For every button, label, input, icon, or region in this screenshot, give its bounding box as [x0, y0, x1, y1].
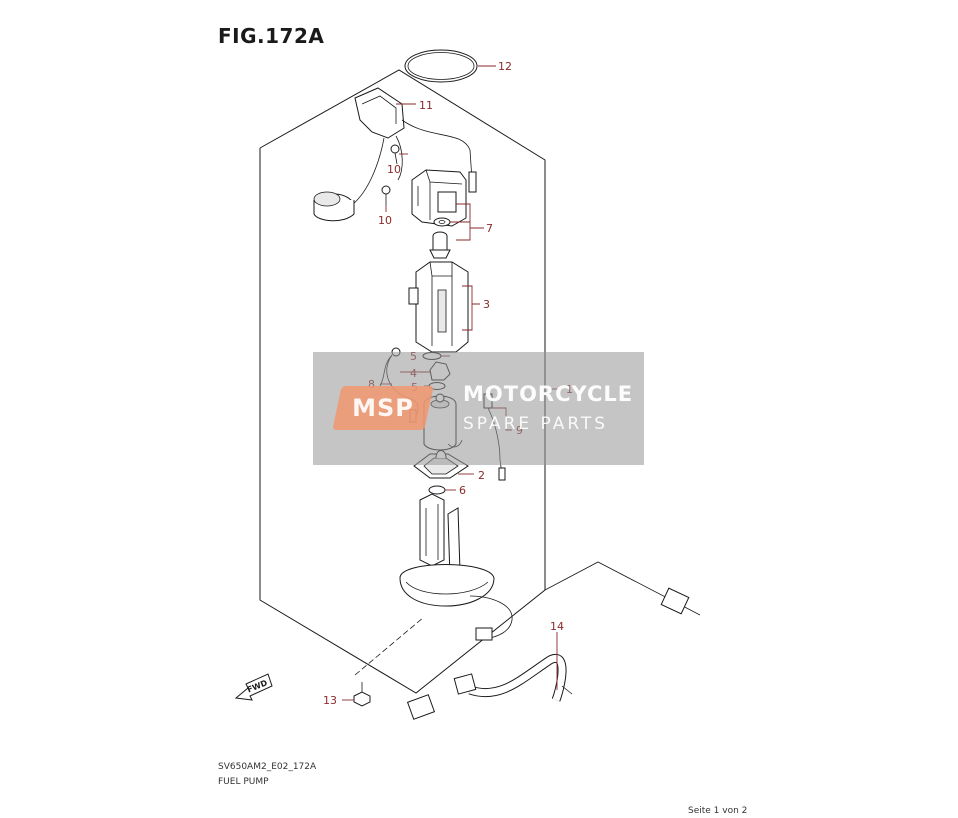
page-number: Seite 1 von 2 — [688, 806, 748, 816]
callout-12: 12 — [498, 60, 512, 73]
part-pump-bracket — [399, 493, 513, 641]
part-bolt — [353, 682, 371, 707]
callout-7: 7 — [486, 222, 493, 235]
callout-14: 14 — [550, 620, 564, 633]
part-screw-upper — [390, 144, 400, 165]
watermark-overlay: MSP MOTORCYCLE SPARE PARTS — [313, 352, 644, 465]
part-o-ring — [404, 49, 478, 83]
figure-title: FIG.172A — [218, 24, 325, 48]
part-washer-6 — [428, 485, 446, 495]
part-regulator-assembly — [411, 169, 467, 227]
bolt-guide-line — [354, 616, 425, 676]
callout-2: 2 — [478, 469, 485, 482]
fwd-arrow-icon: FWD — [234, 673, 273, 701]
diagram-code: SV650AM2_E02_172A — [218, 762, 317, 772]
watermark-logo-text: MSP — [352, 394, 414, 422]
part-fitting-7 — [429, 231, 451, 259]
callout-10-lower: 10 — [378, 214, 392, 227]
part-screw-lower — [381, 185, 391, 206]
watermark-line1: MOTORCYCLE — [463, 382, 634, 406]
part-washer-7 — [433, 217, 451, 227]
watermark-line2: SPARE PARTS — [463, 414, 609, 434]
part-float — [313, 191, 355, 222]
callout-13: 13 — [323, 694, 337, 707]
callout-6: 6 — [459, 484, 466, 497]
diagram-description: FUEL PUMP — [218, 777, 269, 787]
callout-3: 3 — [483, 298, 490, 311]
part-pump-case — [408, 261, 469, 353]
callout-11: 11 — [419, 99, 433, 112]
callout-10-upper: 10 — [387, 163, 401, 176]
part-hose-assembly — [406, 587, 690, 720]
part-fuel-level-gauge — [351, 87, 477, 206]
